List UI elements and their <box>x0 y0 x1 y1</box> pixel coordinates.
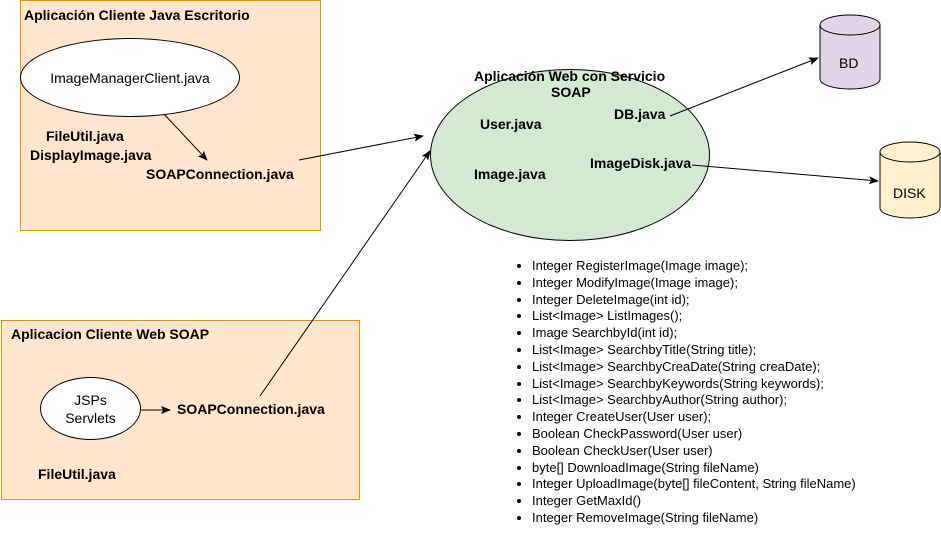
method-item: Integer ModifyImage(Image image); <box>532 275 856 292</box>
web-client-title: Aplicacion Cliente Web SOAP <box>11 326 210 342</box>
service-title-line1: Aplicación Web con Servicio <box>474 68 666 84</box>
method-item: List<Image> ListImages(); <box>532 308 856 325</box>
bd-database-cylinder[interactable] <box>819 14 881 90</box>
db-class-label: DB.java <box>614 106 666 122</box>
method-item: Integer CreateUser(User user); <box>532 409 856 426</box>
bd-label: BD <box>839 55 859 71</box>
method-item: Integer RemoveImage(String fileName) <box>532 510 856 527</box>
jsps-label: JSPs <box>74 391 107 408</box>
jsp-servlets-node[interactable]: JSPs Servlets <box>40 377 141 440</box>
method-item: Boolean CheckPassword(User user) <box>532 426 856 443</box>
method-item: Integer UploadImage(byte[] fileContent, … <box>532 476 856 493</box>
arrow-desktop-to-service <box>298 133 424 161</box>
image-manager-client-node[interactable]: ImageManagerClient.java <box>20 38 240 117</box>
soap-service-node[interactable] <box>430 69 710 241</box>
desktop-fileutil-label: FileUtil.java <box>46 128 124 144</box>
desktop-client-container <box>20 0 321 231</box>
arrow-imagedisk-to-disk <box>691 164 879 185</box>
service-methods-list: Integer RegisterImage(Image image);Integ… <box>512 258 856 527</box>
method-item: List<Image> SearchbyTitle(String title); <box>532 342 856 359</box>
servlets-label: Servlets <box>65 409 116 426</box>
method-item: Integer DeleteImage(int id); <box>532 292 856 309</box>
disk-storage-cylinder[interactable] <box>879 141 941 219</box>
desktop-soapconnection-label: SOAPConnection.java <box>146 166 294 182</box>
displayimage-label: DisplayImage.java <box>30 147 152 163</box>
web-soapconnection-label: SOAPConnection.java <box>177 401 325 417</box>
arrow-client-to-soapconnection <box>163 113 208 161</box>
method-item: Integer GetMaxId() <box>532 493 856 510</box>
arrow-db-to-bd <box>669 57 819 117</box>
disk-label: DISK <box>893 185 926 201</box>
method-item: List<Image> SearchbyCreaDate(String crea… <box>532 359 856 376</box>
web-fileutil-label: FileUtil.java <box>38 466 116 482</box>
image-manager-client-label: ImageManagerClient.java <box>50 69 210 86</box>
method-item: Image SearchbyId(int id); <box>532 325 856 342</box>
image-class-label: Image.java <box>474 166 546 182</box>
method-item: List<Image> SearchbyKeywords(String keyw… <box>532 376 856 393</box>
service-title-line2: SOAP <box>551 84 591 100</box>
method-item: byte[] DownloadImage(String fileName) <box>532 460 856 477</box>
user-class-label: User.java <box>480 116 542 132</box>
imagedisk-class-label: ImageDisk.java <box>590 155 692 171</box>
method-item: List<Image> SearchbyAuthor(String author… <box>532 392 856 409</box>
method-item: Integer RegisterImage(Image image); <box>532 258 856 275</box>
method-item: Boolean CheckUser(User user) <box>532 443 856 460</box>
arrow-web-to-service <box>259 150 431 397</box>
desktop-client-title: Aplicación Cliente Java Escritorio <box>24 7 250 23</box>
